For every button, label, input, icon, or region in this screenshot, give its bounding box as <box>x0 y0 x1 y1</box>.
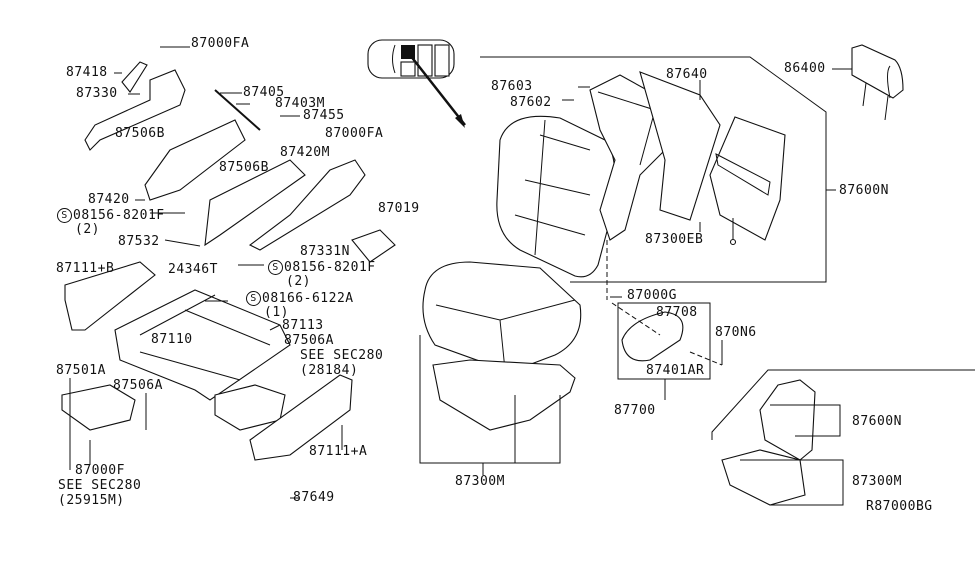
outer-side-cover-part <box>248 159 366 251</box>
part-label-87019: 87019 <box>378 201 420 216</box>
part-number: 08166-6122A <box>262 291 354 306</box>
part-label-87418: 87418 <box>66 65 108 80</box>
seat-slide-rail-outer <box>204 159 306 247</box>
part-label-87501a: 87501A <box>56 363 106 378</box>
part-label-87506a-2: 87506A <box>113 378 163 393</box>
armrest-part <box>621 311 684 362</box>
quantity-label-2: (2) <box>286 274 311 289</box>
part-label-87506b-2: 87506B <box>219 160 269 175</box>
part-label-87331n: 87331N <box>300 244 350 259</box>
screw-symbol-icon: S <box>268 260 283 275</box>
back-panel-part <box>709 116 786 246</box>
inset-frame <box>711 369 975 440</box>
part-label-87401ar: 87401AR <box>646 363 705 378</box>
quantity-label-1: (2) <box>75 222 100 237</box>
armrest-group-box <box>617 302 711 380</box>
side-cover-b-part <box>64 261 156 331</box>
inset-seat-drawing <box>721 379 816 506</box>
part-label-87640: 87640 <box>666 67 708 82</box>
diagram-code: R87000BG <box>866 499 933 514</box>
part-label-87532: 87532 <box>118 234 160 249</box>
part-label-870n6: 870N6 <box>715 325 757 340</box>
part-label-87405: 87405 <box>243 85 285 100</box>
part-label-87506b-1: 87506B <box>115 126 165 141</box>
side-cover-a-part <box>249 374 353 461</box>
section-ref-25915m: (25915M) <box>58 493 125 508</box>
part-label-87506a-1: 87506A <box>284 333 334 348</box>
seat-frame-part <box>114 289 291 401</box>
quantity-label-3: (1) <box>264 305 289 320</box>
part-label-87300m: 87300M <box>455 474 505 489</box>
part-label-87000fa-top: 87000FA <box>191 36 250 51</box>
part-label-87000fa-mid: 87000FA <box>325 126 384 141</box>
part-label-87300eb: 87300EB <box>645 232 704 247</box>
part-label-87330: 87330 <box>76 86 118 101</box>
seat-cushion-part <box>422 261 582 431</box>
part-label-87111a: 87111+A <box>309 444 368 459</box>
part-label-24346t: 24346T <box>168 262 218 277</box>
module-box-left <box>61 384 136 431</box>
part-label-87649: 87649 <box>293 490 335 505</box>
part-label-87000g: 87000G <box>627 288 677 303</box>
see-section-label-b: SEE SEC280 <box>58 478 142 493</box>
part-label-87113: 87113 <box>282 318 324 333</box>
screw-symbol-icon: S <box>57 208 72 223</box>
part-label-86400: 86400 <box>784 61 826 76</box>
lever-knob-part <box>121 61 148 93</box>
part-label-87420: 87420 <box>88 192 130 207</box>
part-number: 08156-8201F <box>73 208 165 223</box>
inset-label-87300m: 87300M <box>852 474 902 489</box>
screw-symbol-icon: S <box>246 291 261 306</box>
vehicle-locator-icon <box>367 39 466 128</box>
recliner-cover-part <box>84 69 186 151</box>
part-label-87602: 87602 <box>510 95 552 110</box>
part-label-87708: 87708 <box>656 305 698 320</box>
part-label-87111b: 87111+B <box>56 261 115 276</box>
see-section-label-a: SEE SEC280 <box>300 348 384 363</box>
part-label-87603: 87603 <box>491 79 533 94</box>
part-label-87600n: 87600N <box>839 183 889 198</box>
part-label-87455: 87455 <box>303 108 345 123</box>
part-label-87700: 87700 <box>614 403 656 418</box>
part-label-87110: 87110 <box>151 332 193 347</box>
part-label-87000f: 87000F <box>75 463 125 478</box>
wiring-harness-part <box>351 229 396 263</box>
part-label-87403m: 87403M <box>275 96 325 111</box>
seatback-cushion-part <box>496 115 616 278</box>
headrest-part <box>851 44 904 121</box>
section-ref-28184: (28184) <box>300 363 359 378</box>
inset-label-87600n: 87600N <box>852 414 902 429</box>
seatback-group-frame <box>480 56 827 283</box>
part-label-87420m: 87420M <box>280 145 330 160</box>
part-number: 08156-8201F <box>284 260 376 275</box>
seat-slide-rail-inner <box>144 119 246 201</box>
